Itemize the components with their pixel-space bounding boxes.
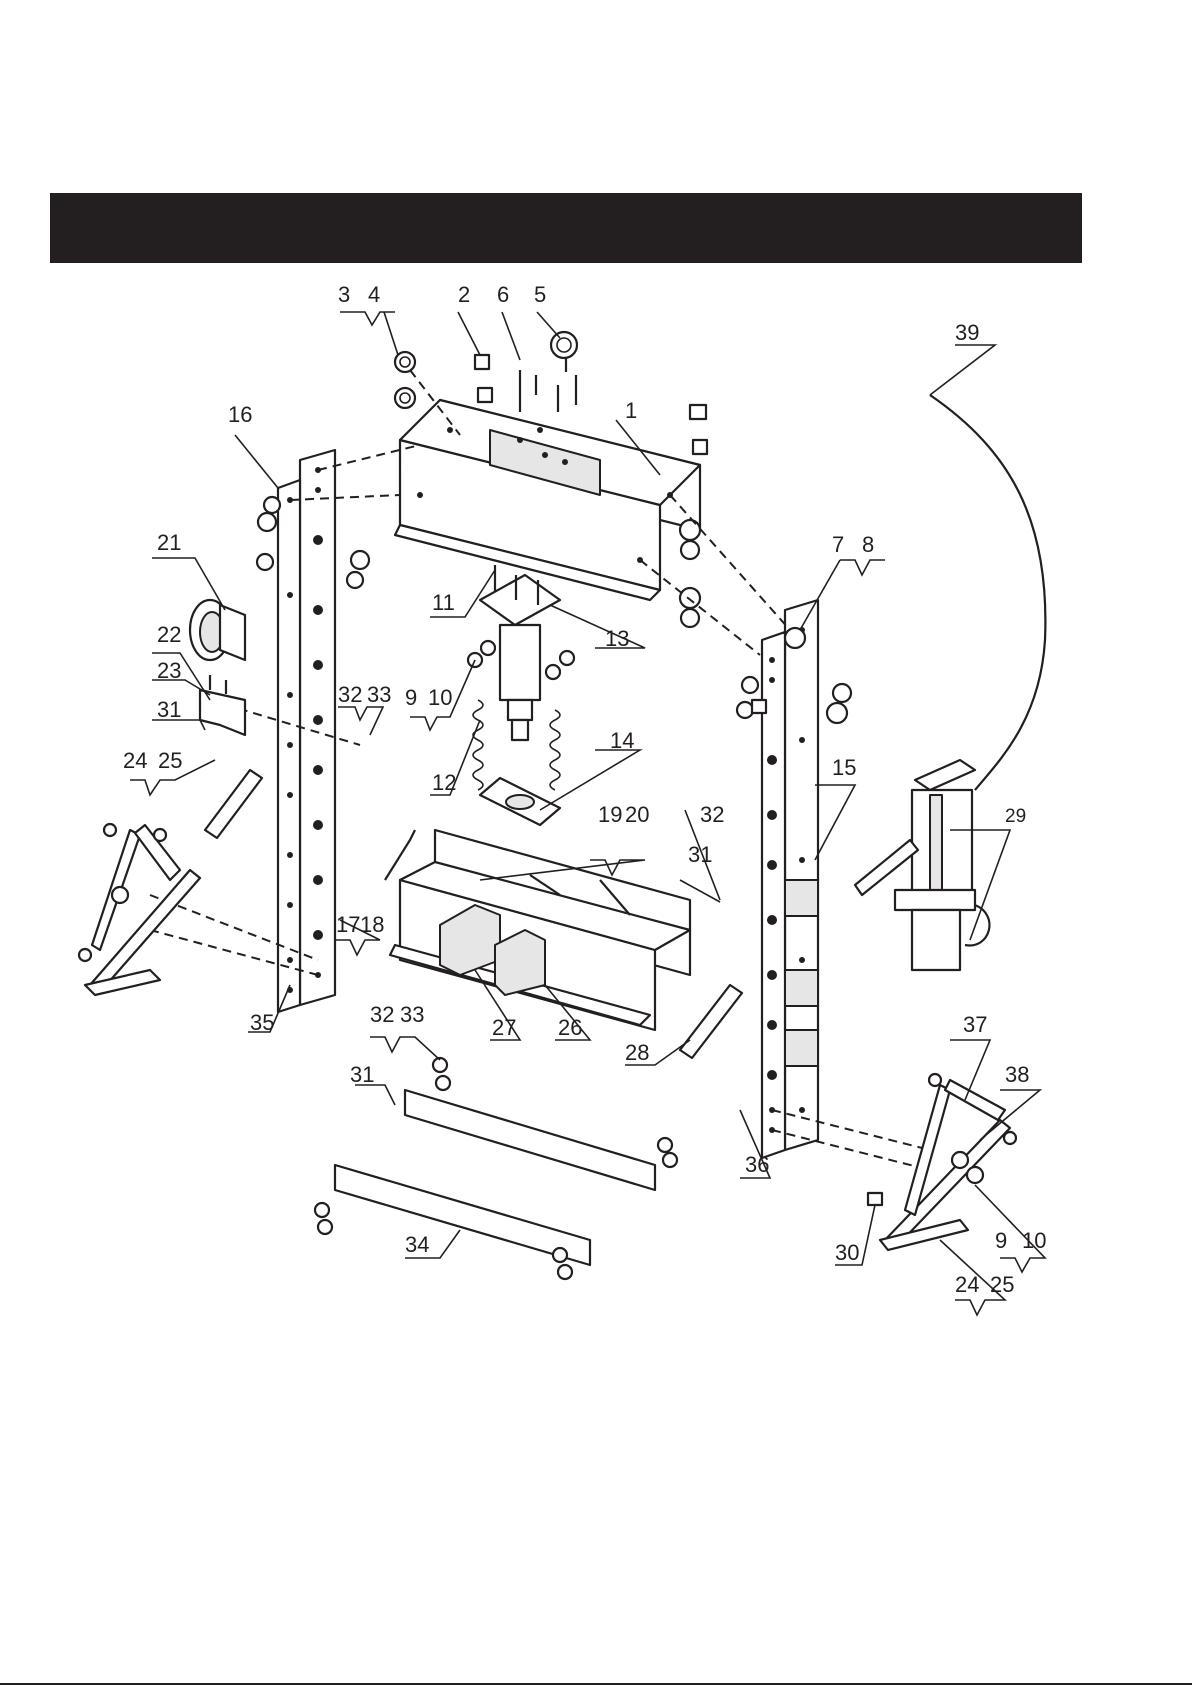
hose: [930, 395, 1045, 790]
callout-30: 30: [835, 1240, 859, 1265]
callout-7: 7: [832, 532, 844, 557]
callout-10-b: 10: [1022, 1228, 1046, 1253]
callout-15: 15: [832, 755, 856, 780]
callout-1: 1: [625, 398, 637, 423]
callout-22: 22: [157, 622, 181, 647]
callout-25-a: 25: [158, 748, 182, 773]
callout-23: 23: [157, 658, 181, 683]
callout-10-a: 10: [428, 685, 452, 710]
callout-33-c: 33: [400, 1002, 424, 1027]
callout-9-b: 9: [995, 1228, 1007, 1253]
callout-13: 13: [605, 626, 629, 651]
callout-18: 18: [360, 912, 384, 937]
callout-5: 5: [534, 282, 546, 307]
callout-25-b: 25: [990, 1272, 1014, 1297]
handle-hook: [385, 830, 415, 880]
callout-14: 14: [610, 728, 634, 753]
callout-11: 11: [432, 590, 455, 615]
hydraulic-pump: [855, 760, 989, 970]
callout-4: 4: [368, 282, 380, 307]
callout-32-c: 32: [370, 1002, 394, 1027]
left-foot: [79, 824, 200, 995]
callout-32-b: 32: [700, 802, 724, 827]
callout-8: 8: [862, 532, 874, 557]
callout-17: 17: [336, 912, 360, 937]
callout-37: 37: [963, 1012, 987, 1037]
saddle: [480, 778, 560, 825]
callout-28: 28: [625, 1040, 649, 1065]
callout-27: 27: [492, 1015, 516, 1040]
callout-35: 35: [250, 1010, 274, 1035]
right-upright: [762, 600, 818, 1158]
callout-2: 2: [458, 282, 470, 307]
callout-32-a: 32: [338, 682, 362, 707]
winch: [190, 600, 245, 735]
brace-plates: [315, 1058, 677, 1279]
left-upright: [278, 450, 335, 1012]
callout-3: 3: [338, 282, 350, 307]
callout-16: 16: [228, 402, 252, 427]
callout-31-c: 31: [350, 1062, 374, 1087]
callout-36: 36: [745, 1152, 769, 1177]
callout-6: 6: [497, 282, 509, 307]
callout-24-b: 24: [955, 1272, 979, 1297]
callout-20: 20: [625, 802, 649, 827]
callout-29: 29: [1005, 806, 1026, 827]
callout-39: 39: [955, 320, 979, 345]
callout-31-a: 31: [157, 697, 181, 722]
callout-34: 34: [405, 1232, 429, 1257]
callout-24-a: 24: [123, 748, 147, 773]
callout-9-a: 9: [405, 685, 417, 710]
callout-12: 12: [432, 770, 456, 795]
top-beam: [395, 400, 700, 600]
callout-31-b: 31: [688, 842, 712, 867]
callout-19: 19: [598, 802, 622, 827]
callout-26: 26: [558, 1015, 582, 1040]
callout-38: 38: [1005, 1062, 1029, 1087]
callout-33-a: 33: [367, 682, 391, 707]
callout-21: 21: [157, 530, 181, 555]
right-foot: [868, 1074, 1016, 1250]
